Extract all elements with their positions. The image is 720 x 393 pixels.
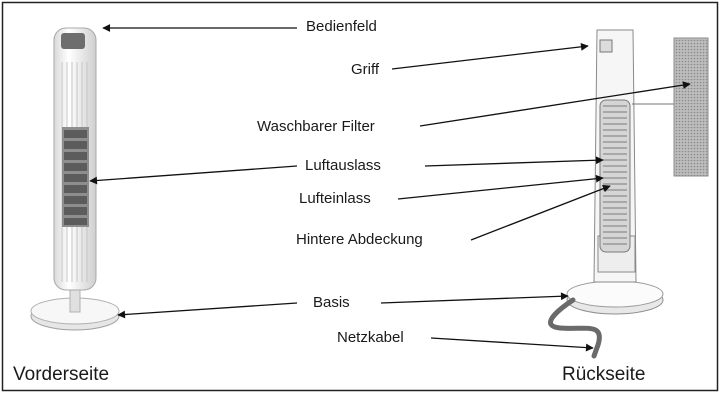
washable-filter-illustration bbox=[673, 37, 709, 177]
label-air-inlet: Lufteinlass bbox=[299, 190, 371, 207]
label-air-outlet: Luftauslass bbox=[305, 157, 381, 174]
control-panel-display bbox=[61, 33, 85, 49]
label-rear-cover: Hintere Abdeckung bbox=[296, 231, 423, 248]
power-cord-illustration bbox=[548, 297, 602, 359]
callout-arrows bbox=[89, 24, 691, 352]
caption-back: Rückseite bbox=[562, 364, 646, 385]
rear-filter-grille bbox=[599, 99, 631, 253]
label-handle: Griff bbox=[351, 61, 380, 78]
label-washable-filter: Waschbarer Filter bbox=[257, 118, 375, 135]
label-control-panel: Bedienfeld bbox=[306, 18, 377, 35]
label-power-cord: Netzkabel bbox=[337, 329, 404, 346]
front-grille bbox=[62, 127, 89, 227]
front-fan-illustration bbox=[30, 27, 120, 331]
caption-front: Vorderseite bbox=[13, 364, 110, 385]
label-base: Basis bbox=[313, 294, 350, 311]
back-fan-illustration bbox=[548, 29, 709, 359]
